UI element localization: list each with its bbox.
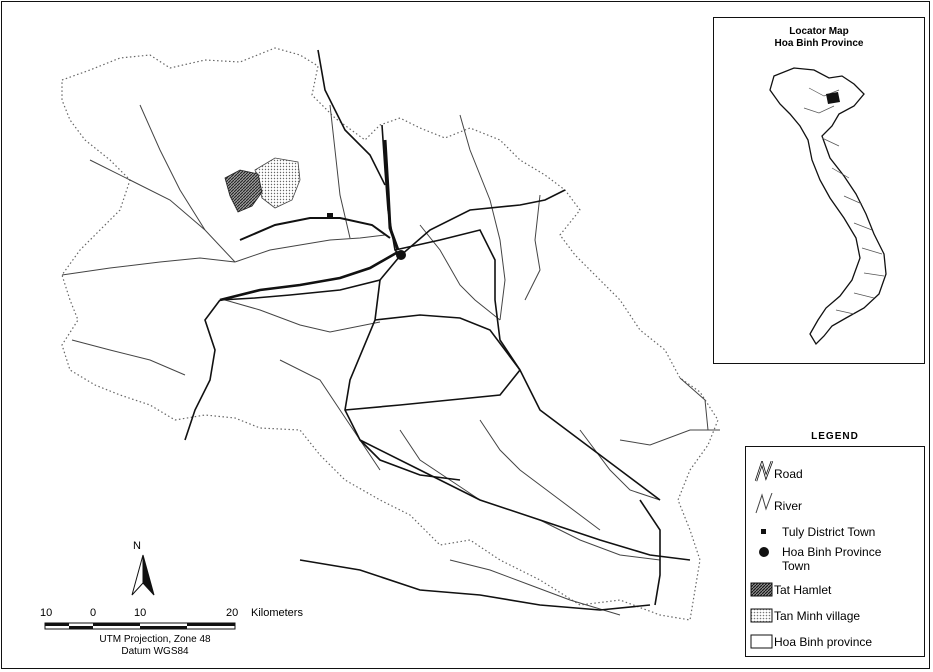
scale-tick-4: 20 — [226, 607, 239, 619]
tuly-district-town-marker — [327, 213, 333, 219]
north-label: N — [133, 540, 141, 552]
vietnam-outline — [769, 67, 887, 346]
projection-line1: UTM Projection, Zone 48 — [99, 634, 211, 645]
dark-hatch-swatch — [750, 582, 773, 597]
scale-bar — [44, 622, 236, 630]
circle-dot-icon — [759, 547, 769, 557]
tat-hamlet-area — [224, 169, 263, 213]
main-highway — [383, 139, 400, 251]
scale-tick-1: 10 — [40, 607, 53, 619]
scale-unit: Kilometers — [251, 607, 303, 619]
legend-title: LEGEND — [811, 431, 859, 442]
scale-tick-3: 10 — [134, 607, 147, 619]
river-icon — [755, 493, 773, 514]
hoa-binh-province-town-marker — [396, 250, 406, 260]
projection-line2: Datum WGS84 — [121, 646, 189, 657]
square-dot-icon — [761, 529, 766, 534]
scale-tick-2: 0 — [90, 607, 97, 619]
province-boundary — [61, 47, 719, 621]
legend-panel: Road River Tuly District Town Hoa Binh P… — [745, 446, 925, 657]
district-road — [239, 217, 391, 241]
locator-title: Locator Map — [789, 26, 849, 37]
secondary-highway — [219, 250, 399, 302]
road-icon — [754, 461, 774, 482]
roads — [184, 49, 691, 611]
light-dot-swatch — [750, 608, 773, 623]
empty-swatch — [750, 634, 773, 649]
tan-minh-village-area — [254, 157, 301, 209]
rivers — [61, 104, 720, 616]
locator-map-panel: Locator Map Hoa Binh Province — [713, 17, 925, 364]
north-arrow-icon — [131, 554, 155, 596]
locator-subtitle: Hoa Binh Province — [774, 38, 864, 49]
